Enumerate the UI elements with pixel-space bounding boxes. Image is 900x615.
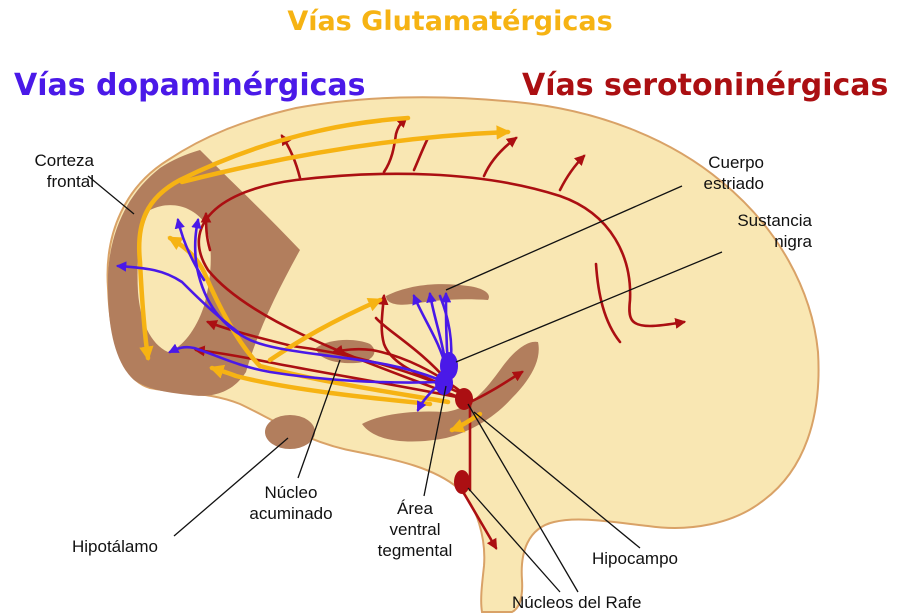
substantia-nigra-nucleus — [435, 371, 453, 395]
label-nucleus-accumbens: Núcleo acuminado — [236, 482, 346, 524]
hypothalamus-region — [265, 415, 315, 449]
leader-frontal-cortex — [88, 176, 134, 214]
label-frontal-cortex: Corteza frontal — [16, 150, 94, 192]
label-hypothalamus: Hipotálamo — [72, 536, 158, 557]
raphe-nucleus-lower — [454, 470, 470, 494]
label-substantia-nigra: Sustancia nigra — [700, 210, 812, 252]
label-hippocampus: Hipocampo — [592, 548, 678, 569]
label-raphe-nuclei: Núcleos del Rafe — [512, 592, 641, 613]
label-vta: Área ventral tegmental — [360, 498, 470, 561]
label-striatum: Cuerpo estriado — [660, 152, 764, 194]
